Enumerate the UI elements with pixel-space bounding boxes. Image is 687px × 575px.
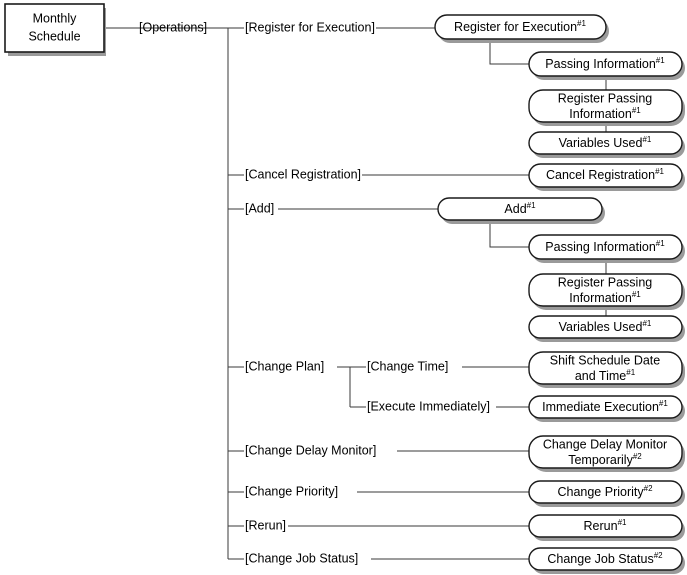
node-sup-change-delay-monitor: #2 — [633, 452, 642, 461]
node-sup-passing-information-2: #1 — [656, 239, 665, 248]
node-text-change-delay-monitor-line1: Change Delay Monitor — [543, 437, 667, 451]
node-register-passing-information-2[interactable]: Register Passing Information#1 — [528, 273, 685, 310]
node-shift-schedule-date-and-time[interactable]: Shift Schedule Date and Time#1 — [528, 351, 685, 388]
node-change-priority[interactable]: Change Priority#2 — [528, 480, 685, 507]
branch-label-register-for-execution[interactable]: [Register for Execution] — [245, 20, 375, 34]
node-text-register-passing-information-1-line1: Register Passing — [558, 91, 653, 105]
node-change-job-status[interactable]: Change Job Status#2 — [528, 547, 685, 574]
node-text-shift-schedule-line1: Shift Schedule Date — [550, 353, 661, 367]
node-sup-shift-schedule: #1 — [626, 368, 635, 377]
svg-text:and Time#1: and Time#1 — [575, 368, 636, 384]
node-text-shift-schedule-line2: and Time — [575, 369, 626, 383]
branch-label-rerun[interactable]: [Rerun] — [245, 518, 286, 532]
svg-text:Passing Information#1: Passing Information#1 — [545, 239, 665, 255]
node-sup-variables-used-1: #1 — [642, 135, 651, 144]
node-text-add: Add — [504, 202, 526, 216]
svg-text:Register for Execution#1: Register for Execution#1 — [454, 19, 586, 35]
root-label-line1: Monthly — [33, 11, 78, 25]
node-text-passing-information-1: Passing Information — [545, 57, 656, 71]
node-variables-used-1[interactable]: Variables Used#1 — [528, 131, 685, 158]
node-variables-used-2[interactable]: Variables Used#1 — [528, 315, 685, 342]
node-add[interactable]: Add#1 — [437, 197, 605, 224]
node-text-register-for-execution: Register for Execution — [454, 20, 577, 34]
branch-label-change-plan[interactable]: [Change Plan] — [245, 359, 324, 373]
node-sup-register-for-execution: #1 — [577, 19, 586, 28]
branch-label-change-time[interactable]: [Change Time] — [367, 359, 448, 373]
svg-text:Rerun#1: Rerun#1 — [584, 518, 627, 534]
node-passing-information-2[interactable]: Passing Information#1 — [528, 234, 685, 263]
branch-label-change-job-status[interactable]: [Change Job Status] — [245, 551, 358, 565]
node-text-change-priority: Change Priority — [557, 485, 644, 499]
root-node-monthly-schedule[interactable]: Monthly Schedule — [4, 3, 106, 56]
node-sup-add: #1 — [527, 201, 536, 210]
node-text-register-passing-information-2-line2: Information — [569, 291, 632, 305]
node-text-change-job-status: Change Job Status — [547, 552, 653, 566]
node-sup-passing-information-1: #1 — [656, 56, 665, 65]
svg-text:Information#1: Information#1 — [569, 290, 641, 306]
node-sup-register-passing-information-1: #1 — [632, 106, 641, 115]
node-sup-change-priority: #2 — [644, 484, 653, 493]
node-text-passing-information-2: Passing Information — [545, 240, 656, 254]
node-change-delay-monitor-temporarily[interactable]: Change Delay Monitor Temporarily#2 — [528, 435, 685, 472]
node-text-register-passing-information-1-line2: Information — [569, 107, 632, 121]
node-text-variables-used-1: Variables Used — [559, 136, 643, 150]
node-sup-variables-used-2: #1 — [642, 319, 651, 328]
node-register-passing-information-1[interactable]: Register Passing Information#1 — [528, 89, 685, 126]
branch-label-execute-immediately[interactable]: [Execute Immediately] — [367, 399, 490, 413]
node-sup-change-job-status: #2 — [654, 551, 663, 560]
node-register-for-execution[interactable]: Register for Execution#1 — [434, 14, 609, 43]
node-text-change-delay-monitor-line2: Temporarily — [568, 453, 633, 467]
node-cancel-registration[interactable]: Cancel Registration#1 — [528, 163, 685, 191]
node-text-cancel-registration: Cancel Registration — [546, 168, 655, 182]
node-text-variables-used-2: Variables Used — [559, 320, 643, 334]
root-label-line2: Schedule — [28, 29, 80, 43]
node-sup-immediate-execution: #1 — [659, 399, 668, 408]
connector-add-to-passing — [489, 221, 529, 248]
svg-text:Cancel Registration#1: Cancel Registration#1 — [546, 167, 665, 183]
svg-text:Immediate Execution#1: Immediate Execution#1 — [542, 399, 668, 415]
node-sup-rerun: #1 — [618, 518, 627, 527]
node-sup-cancel-registration: #1 — [655, 167, 664, 176]
svg-text:Change Job Status#2: Change Job Status#2 — [547, 551, 663, 567]
branch-label-add[interactable]: [Add] — [245, 201, 274, 215]
branch-label-cancel-registration[interactable]: [Cancel Registration] — [245, 167, 361, 181]
node-text-immediate-execution: Immediate Execution — [542, 400, 659, 414]
svg-text:Information#1: Information#1 — [569, 106, 641, 122]
branch-label-change-delay-monitor[interactable]: [Change Delay Monitor] — [245, 443, 376, 457]
branch-label-operations[interactable]: [Operations] — [139, 20, 207, 34]
svg-text:Change Priority#2: Change Priority#2 — [557, 484, 653, 500]
node-text-rerun: Rerun — [584, 519, 618, 533]
node-rerun[interactable]: Rerun#1 — [528, 514, 685, 541]
svg-text:Variables Used#1: Variables Used#1 — [559, 319, 652, 335]
svg-text:Temporarily#2: Temporarily#2 — [568, 452, 642, 468]
node-sup-register-passing-information-2: #1 — [632, 290, 641, 299]
svg-text:Add#1: Add#1 — [504, 201, 536, 217]
svg-text:Passing Information#1: Passing Information#1 — [545, 56, 665, 72]
node-immediate-execution[interactable]: Immediate Execution#1 — [528, 395, 685, 422]
node-text-register-passing-information-2-line1: Register Passing — [558, 275, 653, 289]
svg-text:Variables Used#1: Variables Used#1 — [559, 135, 652, 151]
node-passing-information-1[interactable]: Passing Information#1 — [528, 51, 685, 80]
connector-register-to-passing — [489, 40, 529, 65]
branch-label-change-priority[interactable]: [Change Priority] — [245, 484, 338, 498]
